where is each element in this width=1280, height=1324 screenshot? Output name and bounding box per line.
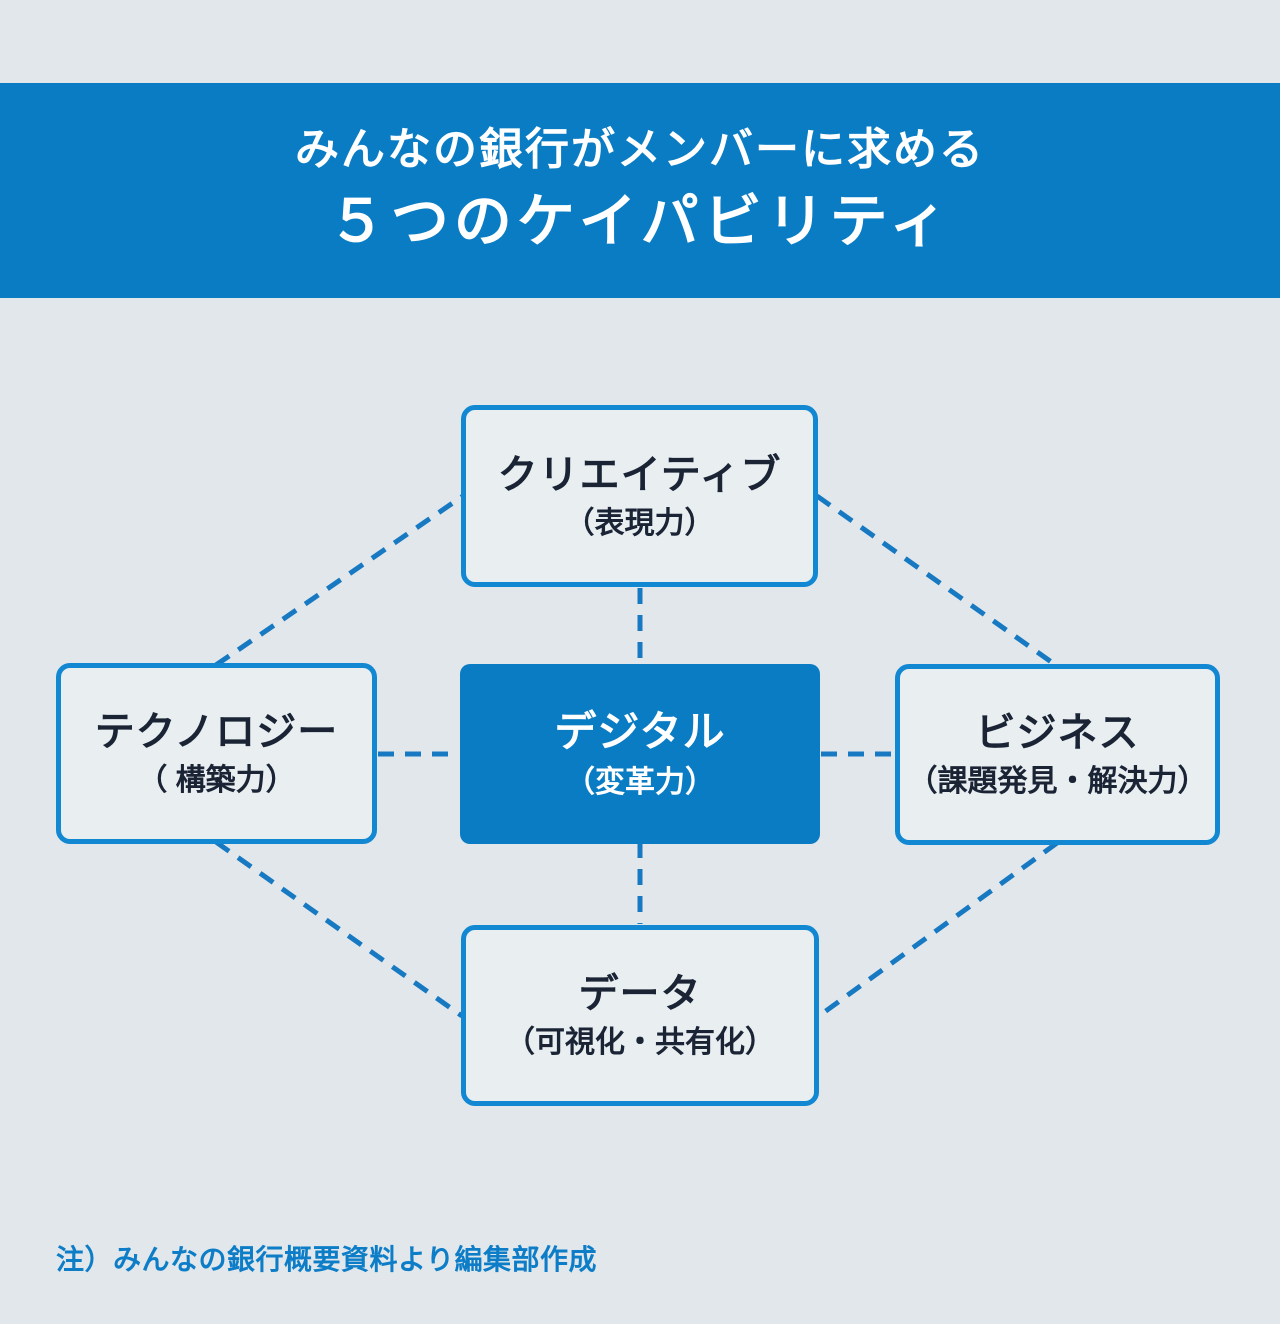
node-business-sublabel: （課題発見・解決力） [907, 765, 1208, 798]
node-technology: テクノロジー （ 構築力） [56, 663, 377, 844]
header-banner: みんなの銀行がメンバーに求める ５つのケイパビリティ [0, 83, 1280, 298]
node-creative-label: クリエイティブ [497, 452, 782, 497]
header-title-line1: みんなの銀行がメンバーに求める [295, 124, 985, 174]
node-business: ビジネス （課題発見・解決力） [895, 664, 1220, 845]
connector-technology-creative [214, 493, 465, 668]
node-data-label: データ [578, 972, 702, 1016]
header-title-line2: ５つのケイパビリティ [327, 189, 953, 255]
connector-technology-data [214, 839, 464, 1019]
node-digital: デジタル （変革力） [460, 664, 820, 844]
node-technology-label: テクノロジー [94, 710, 339, 754]
connector-business-data [817, 840, 1059, 1019]
node-data: データ （可視化・共有化） [461, 925, 819, 1106]
node-technology-sublabel: （ 構築力） [137, 764, 296, 797]
node-data-sublabel: （可視化・共有化） [505, 1026, 775, 1059]
node-digital-label: デジタル [554, 708, 726, 756]
node-creative-sublabel: （表現力） [564, 506, 715, 540]
node-business-label: ビジネス [975, 711, 1140, 755]
footnote: 注）みんなの銀行概要資料より編集部作成 [56, 1244, 597, 1275]
node-creative: クリエイティブ （表現力） [461, 405, 818, 587]
node-digital-sublabel: （変革力） [565, 765, 715, 799]
connector-creative-business [815, 493, 1059, 669]
